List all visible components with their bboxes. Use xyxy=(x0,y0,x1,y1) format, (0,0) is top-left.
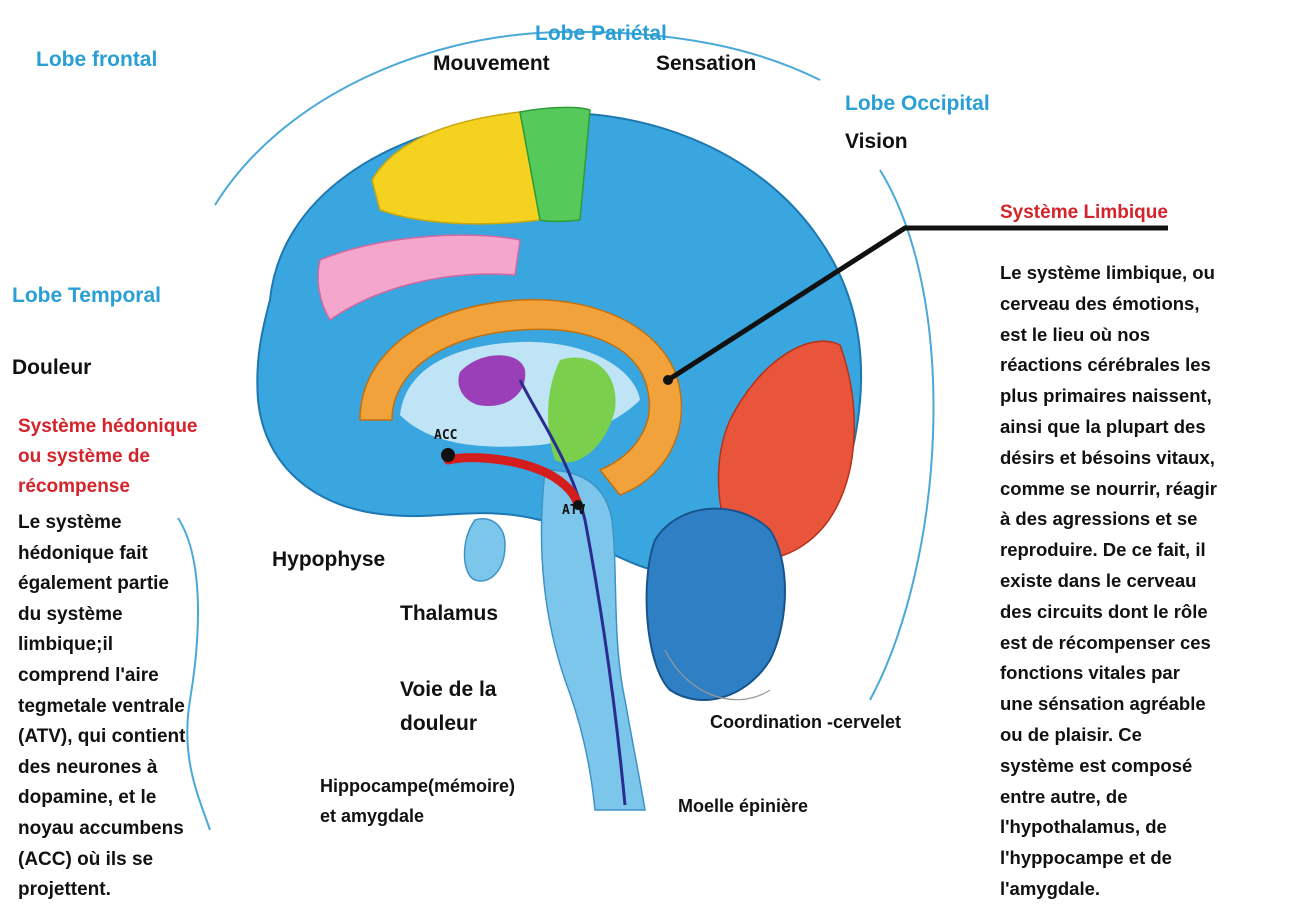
limbic-line: l'hyppocampe et de xyxy=(1000,843,1217,874)
limbic-line: comme se nourrir, réagir xyxy=(1000,474,1217,505)
label-thalamus: Thalamus xyxy=(400,602,498,626)
label-hippocampe-1: Hippocampe(mémoire) xyxy=(320,776,515,797)
hedonic-line: projettent. xyxy=(18,875,185,906)
cortex-yellow xyxy=(372,112,540,224)
acc-dot xyxy=(441,448,455,462)
hedonic-line: (ACC) où ils se xyxy=(18,845,185,876)
label-atv: ATV xyxy=(562,503,585,518)
hypophysis xyxy=(464,519,505,581)
limbic-line: Le système limbique, ou xyxy=(1000,258,1217,289)
hedonic-line: Le système xyxy=(18,508,185,539)
limbic-title: Système Limbique xyxy=(1000,202,1168,224)
limbic-line: est le lieu où nos xyxy=(1000,320,1217,351)
hedonic-description: Le système hédonique fait également part… xyxy=(18,508,185,906)
label-vision: Vision xyxy=(845,130,908,154)
hedonic-line: hédonique fait xyxy=(18,539,185,570)
limbic-line: l'hypothalamus, de xyxy=(1000,812,1217,843)
limbic-line: cerveau des émotions, xyxy=(1000,289,1217,320)
hedonic-title-line: Système hédonique xyxy=(18,412,198,442)
hedonic-line: également partie xyxy=(18,569,185,600)
hedonic-title-line: récompense xyxy=(18,472,198,502)
limbic-line: existe dans le cerveau xyxy=(1000,566,1217,597)
label-lobe-frontal: Lobe frontal xyxy=(36,48,157,72)
limbic-line: reproduire. De ce fait, il xyxy=(1000,535,1217,566)
limbic-line: l'amygdale. xyxy=(1000,874,1217,905)
limbic-line: système est composé xyxy=(1000,751,1217,782)
limbic-line: réactions cérébrales les xyxy=(1000,350,1217,381)
hedonic-line: limbique;il xyxy=(18,630,185,661)
hedonic-line: (ATV), qui contient xyxy=(18,722,185,753)
hedonic-title: Système hédonique ou système de récompen… xyxy=(18,412,198,502)
label-douleur: Douleur xyxy=(12,356,91,380)
hedonic-line: comprend l'aire xyxy=(18,661,185,692)
limbic-line: désirs et bésoins vitaux, xyxy=(1000,443,1217,474)
label-coordination: Coordination -cervelet xyxy=(710,712,901,733)
label-voie-douleur-2: douleur xyxy=(400,712,477,736)
limbic-description: Le système limbique, ou cerveau des émot… xyxy=(1000,258,1217,905)
hedonic-line: tegmetale ventrale xyxy=(18,692,185,723)
label-moelle: Moelle épinière xyxy=(678,796,808,817)
limbic-line: fonctions vitales par xyxy=(1000,658,1217,689)
label-acc: ACC xyxy=(434,428,457,443)
limbic-line: est de récompenser ces xyxy=(1000,628,1217,659)
label-lobe-occipital: Lobe Occipital xyxy=(845,92,990,116)
hedonic-line: du système xyxy=(18,600,185,631)
limbic-line: ainsi que la plupart des xyxy=(1000,412,1217,443)
label-lobe-temporal: Lobe Temporal xyxy=(12,284,161,308)
limbic-pointer-dot xyxy=(663,375,673,385)
hedonic-title-line: ou système de xyxy=(18,442,198,472)
limbic-line: ou de plaisir. Ce xyxy=(1000,720,1217,751)
limbic-line: une sénsation agréable xyxy=(1000,689,1217,720)
label-mouvement: Mouvement xyxy=(433,52,550,76)
arc-occipital xyxy=(870,170,934,700)
hedonic-line: noyau accumbens xyxy=(18,814,185,845)
label-hippocampe-2: et amygdale xyxy=(320,806,424,827)
cerebellum xyxy=(647,509,785,700)
label-lobe-parietal: Lobe Pariétal xyxy=(535,22,667,46)
limbic-line: plus primaires naissent, xyxy=(1000,381,1217,412)
label-sensation: Sensation xyxy=(656,52,756,76)
hedonic-line: dopamine, et le xyxy=(18,783,185,814)
label-voie-douleur-1: Voie de la xyxy=(400,678,496,702)
limbic-line: à des agressions et se xyxy=(1000,504,1217,535)
hedonic-line: des neurones à xyxy=(18,753,185,784)
limbic-line: des circuits dont le rôle xyxy=(1000,597,1217,628)
limbic-line: entre autre, de xyxy=(1000,782,1217,813)
label-hypophyse: Hypophyse xyxy=(272,548,385,572)
